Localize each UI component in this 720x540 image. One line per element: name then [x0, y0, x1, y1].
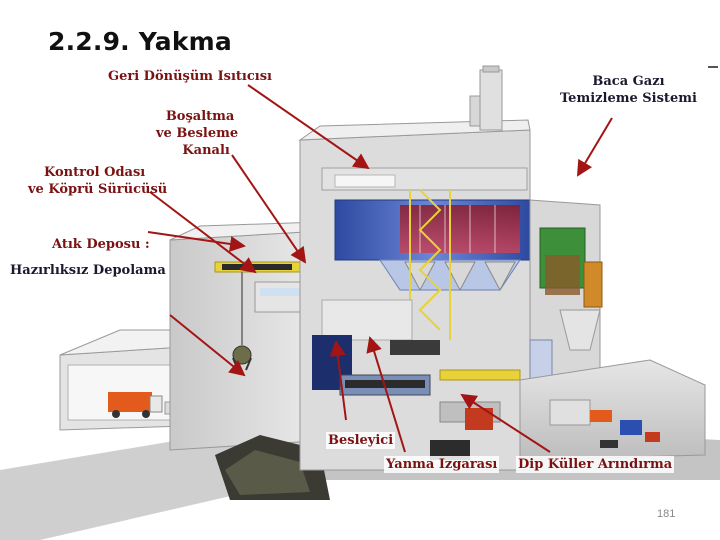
label-discharge-feed-line2: ve Besleme — [156, 126, 239, 141]
slide-title: 2.2.9. Yakma — [48, 27, 233, 56]
chimney-stack — [469, 65, 503, 131]
label-combustion-grate: Yanma Izgarası — [384, 456, 500, 473]
label-control-room-line2: ve Köprü Sürücüsü — [28, 182, 168, 197]
label-flue-gas-line2: Temizleme Sistemi — [560, 91, 697, 106]
flue-gas-cleaning-section — [529, 199, 603, 421]
edge-mark-right — [708, 66, 718, 68]
label-control-room-line1: Kontrol Odası — [44, 165, 146, 180]
label-flue-gas-line1: Baca Gazı — [592, 74, 665, 89]
arrow-feeder — [329, 340, 347, 421]
ash-handling-building — [519, 359, 706, 461]
label-control-room: Kontrol Odası ve Köprü Sürücüsü — [28, 164, 167, 198]
label-discharge-feed: Boşaltma ve Besleme Kanalı — [156, 108, 238, 159]
page-number: 181 — [657, 508, 676, 520]
label-waste-depot-type: Hazırlıksız Depolama — [10, 263, 166, 278]
label-waste-depot: Atık Deposu : — [52, 236, 150, 253]
arrow-combustion-grate — [366, 336, 406, 453]
label-feeder: Besleyici — [326, 432, 396, 449]
label-flue-gas: Baca Gazı Temizleme Sistemi — [560, 73, 697, 107]
label-bottom-ash: Dip Küller Arındırma — [516, 456, 675, 473]
control-room-block — [254, 281, 306, 313]
arrow-discharge-feed — [231, 154, 307, 264]
garbage-truck-icon — [108, 392, 163, 418]
arrow-bottom-ash — [460, 393, 551, 453]
label-discharge-feed-line1: Boşaltma — [165, 109, 235, 124]
arrow-flue-gas — [576, 117, 613, 177]
pointer-arrows — [147, 84, 613, 453]
arrow-waste-depot — [147, 231, 246, 252]
arrow-truck-area — [169, 314, 246, 377]
label-recycling-heater: Geri Dönüşüm Isıtıcısı — [108, 69, 272, 84]
label-waste-depot-line1: Atık Deposu : — [52, 237, 150, 252]
label-discharge-feed-line3: Kanalı — [182, 143, 230, 158]
arrow-recycling-heater — [247, 84, 370, 170]
arrow-control-room — [149, 191, 257, 274]
